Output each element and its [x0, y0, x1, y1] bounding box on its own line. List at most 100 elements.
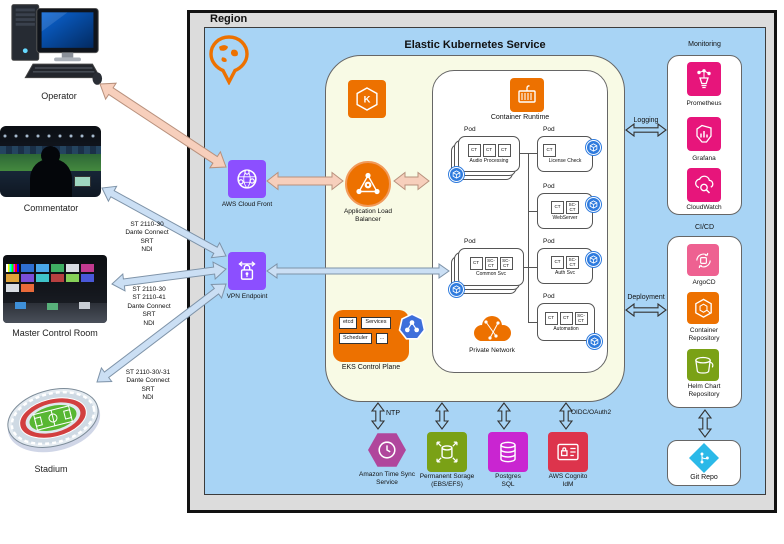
- region-globe-icon: [208, 35, 250, 90]
- k8s-pod-icon: [449, 282, 464, 297]
- commentator-photo: [0, 126, 101, 197]
- master-control-room-photo: [3, 255, 107, 323]
- k8s-pod-icon: [586, 140, 601, 155]
- permanent-storage-icon: [427, 432, 467, 472]
- oidc-label: OIDC/OAuth2: [571, 409, 612, 416]
- cognito-label: AWS Cognito IdM: [548, 473, 588, 489]
- pod-connector: [528, 322, 537, 323]
- ntp-label: NTP: [386, 410, 400, 417]
- k8s-pod-icon: [587, 334, 602, 349]
- stadium-illustration: [2, 374, 104, 469]
- cloudfront-icon: [228, 160, 266, 198]
- prometheus-label: Prometheus: [686, 100, 722, 107]
- eks-control-plane-box: etcd Services Scheduler ...: [333, 310, 409, 362]
- monitoring-title: Monitoring: [688, 41, 721, 48]
- stadium-label: Stadium: [34, 464, 68, 474]
- commentator-protocols: ST 2110-30 Dante Connect SRT NDI: [125, 221, 169, 254]
- pod-common-svc: Pod CT SC- CT SC- CT Common Svc: [449, 238, 524, 297]
- git-repo-label: Git Repo: [690, 474, 718, 481]
- container-runtime-label: Container Runtime: [490, 114, 550, 121]
- control-plane-chip: Scheduler: [339, 332, 372, 344]
- cognito-icon: [548, 432, 588, 472]
- pod-label: Pod: [543, 293, 555, 300]
- desk-monitor: [15, 302, 26, 309]
- grafana-icon: [687, 117, 721, 151]
- pod-connector: [528, 211, 537, 212]
- k8s-pod-icon: [449, 167, 464, 182]
- container-chip: CT: [497, 144, 511, 157]
- video-wall: [6, 264, 104, 292]
- pod-auth-svc: Pod CT SC- CT Auth Svc: [537, 238, 601, 284]
- container-chip: SC- CT: [484, 257, 498, 270]
- container-runtime-icon: [510, 78, 544, 112]
- mcr-protocols: ST 2110-30 ST 2110-41 Dante Connect SRT …: [127, 286, 171, 327]
- pod-name: WebServer: [552, 215, 578, 221]
- timesync-icon: [368, 433, 406, 467]
- pod-license-check: Pod CT License Check: [537, 126, 601, 172]
- helm-chart-repository-icon: [687, 349, 719, 381]
- control-plane-chip: ...: [375, 332, 389, 344]
- pod-connector: [528, 153, 537, 154]
- eks-control-plane-label: EKS Control Plane: [341, 364, 401, 371]
- pod-connector: [520, 153, 528, 154]
- argocd-icon: [687, 244, 719, 276]
- pod-label: Pod: [464, 126, 476, 133]
- cloudwatch-label: CloudWatch: [686, 204, 722, 211]
- pod-name: Audio Processing: [469, 158, 509, 164]
- container-chip: CT: [544, 312, 558, 325]
- container-repository-icon: [687, 292, 719, 324]
- container-chip: CT: [543, 144, 556, 157]
- container-chip: CT: [482, 144, 496, 157]
- helm-chart-repository-label: Helm Chart Repository: [687, 383, 721, 399]
- timesync-label: Amazon Time Sync Service: [359, 471, 415, 487]
- application-load-balancer-icon: [345, 161, 391, 207]
- logging-label: Logging: [633, 117, 659, 124]
- container-chip: CT: [559, 312, 573, 325]
- vpn-endpoint-label: VPN Endpoint: [226, 293, 268, 300]
- pod-name: Common Svc: [475, 271, 506, 277]
- private-network-icon: [468, 314, 516, 349]
- container-chip: SC- CT: [574, 312, 588, 325]
- postgres-icon: [488, 432, 528, 472]
- k8s-pod-icon: [586, 197, 601, 212]
- alb-label: Application Load Balancer: [343, 208, 393, 224]
- commentator-label: Commentator: [23, 203, 79, 213]
- pod-label: Pod: [543, 183, 555, 190]
- cicd-title: CI/CD: [694, 224, 715, 231]
- permanent-storage-label: Permanent Sorage (EBS/EFS): [419, 473, 475, 489]
- container-chip: CT: [551, 201, 564, 214]
- monitor-glow: [74, 176, 91, 187]
- argocd-label: ArgoCD: [692, 279, 716, 286]
- pod-name: Automation: [553, 326, 579, 332]
- region-label: Region: [210, 13, 248, 25]
- pod-label: Pod: [543, 238, 555, 245]
- container-chip: SC- CT: [499, 257, 513, 270]
- cloudwatch-icon: [687, 168, 721, 202]
- eks-service-icon: K: [348, 80, 386, 118]
- container-chip: CT: [469, 257, 483, 270]
- pod-connector: [528, 267, 537, 268]
- prometheus-icon: [687, 62, 721, 96]
- private-network-label: Private Network: [469, 347, 515, 354]
- deployment-label: Deployment: [627, 294, 665, 301]
- vpn-endpoint-icon: [228, 252, 266, 290]
- container-chip: CT: [467, 144, 481, 157]
- pod-connector: [524, 267, 528, 268]
- container-chip: SC- CT: [566, 201, 579, 214]
- postgres-label: Postgres SQL: [495, 473, 521, 489]
- pod-label: Pod: [464, 238, 476, 245]
- container-repository-label: Container Repository: [688, 327, 720, 343]
- master-control-room-label: Master Control Room: [12, 328, 98, 338]
- desk-monitor: [79, 302, 90, 309]
- pod-automation: Pod CT CT SC- CT Automation: [537, 293, 602, 349]
- container-chip: CT: [551, 256, 564, 269]
- k8s-pod-icon: [586, 252, 601, 267]
- container-chip: SC- CT: [566, 256, 579, 269]
- pod-webserver: Pod CT SC- CT WebServer: [537, 183, 601, 229]
- eks-title: Elastic Kubernetes Service: [404, 39, 546, 51]
- silhouette-head: [41, 146, 60, 165]
- grafana-label: Grafana: [692, 155, 716, 162]
- pod-label: Pod: [543, 126, 555, 133]
- stadium-protocols: ST 2110-30/-31 Dante Connect SRT NDI: [125, 369, 171, 402]
